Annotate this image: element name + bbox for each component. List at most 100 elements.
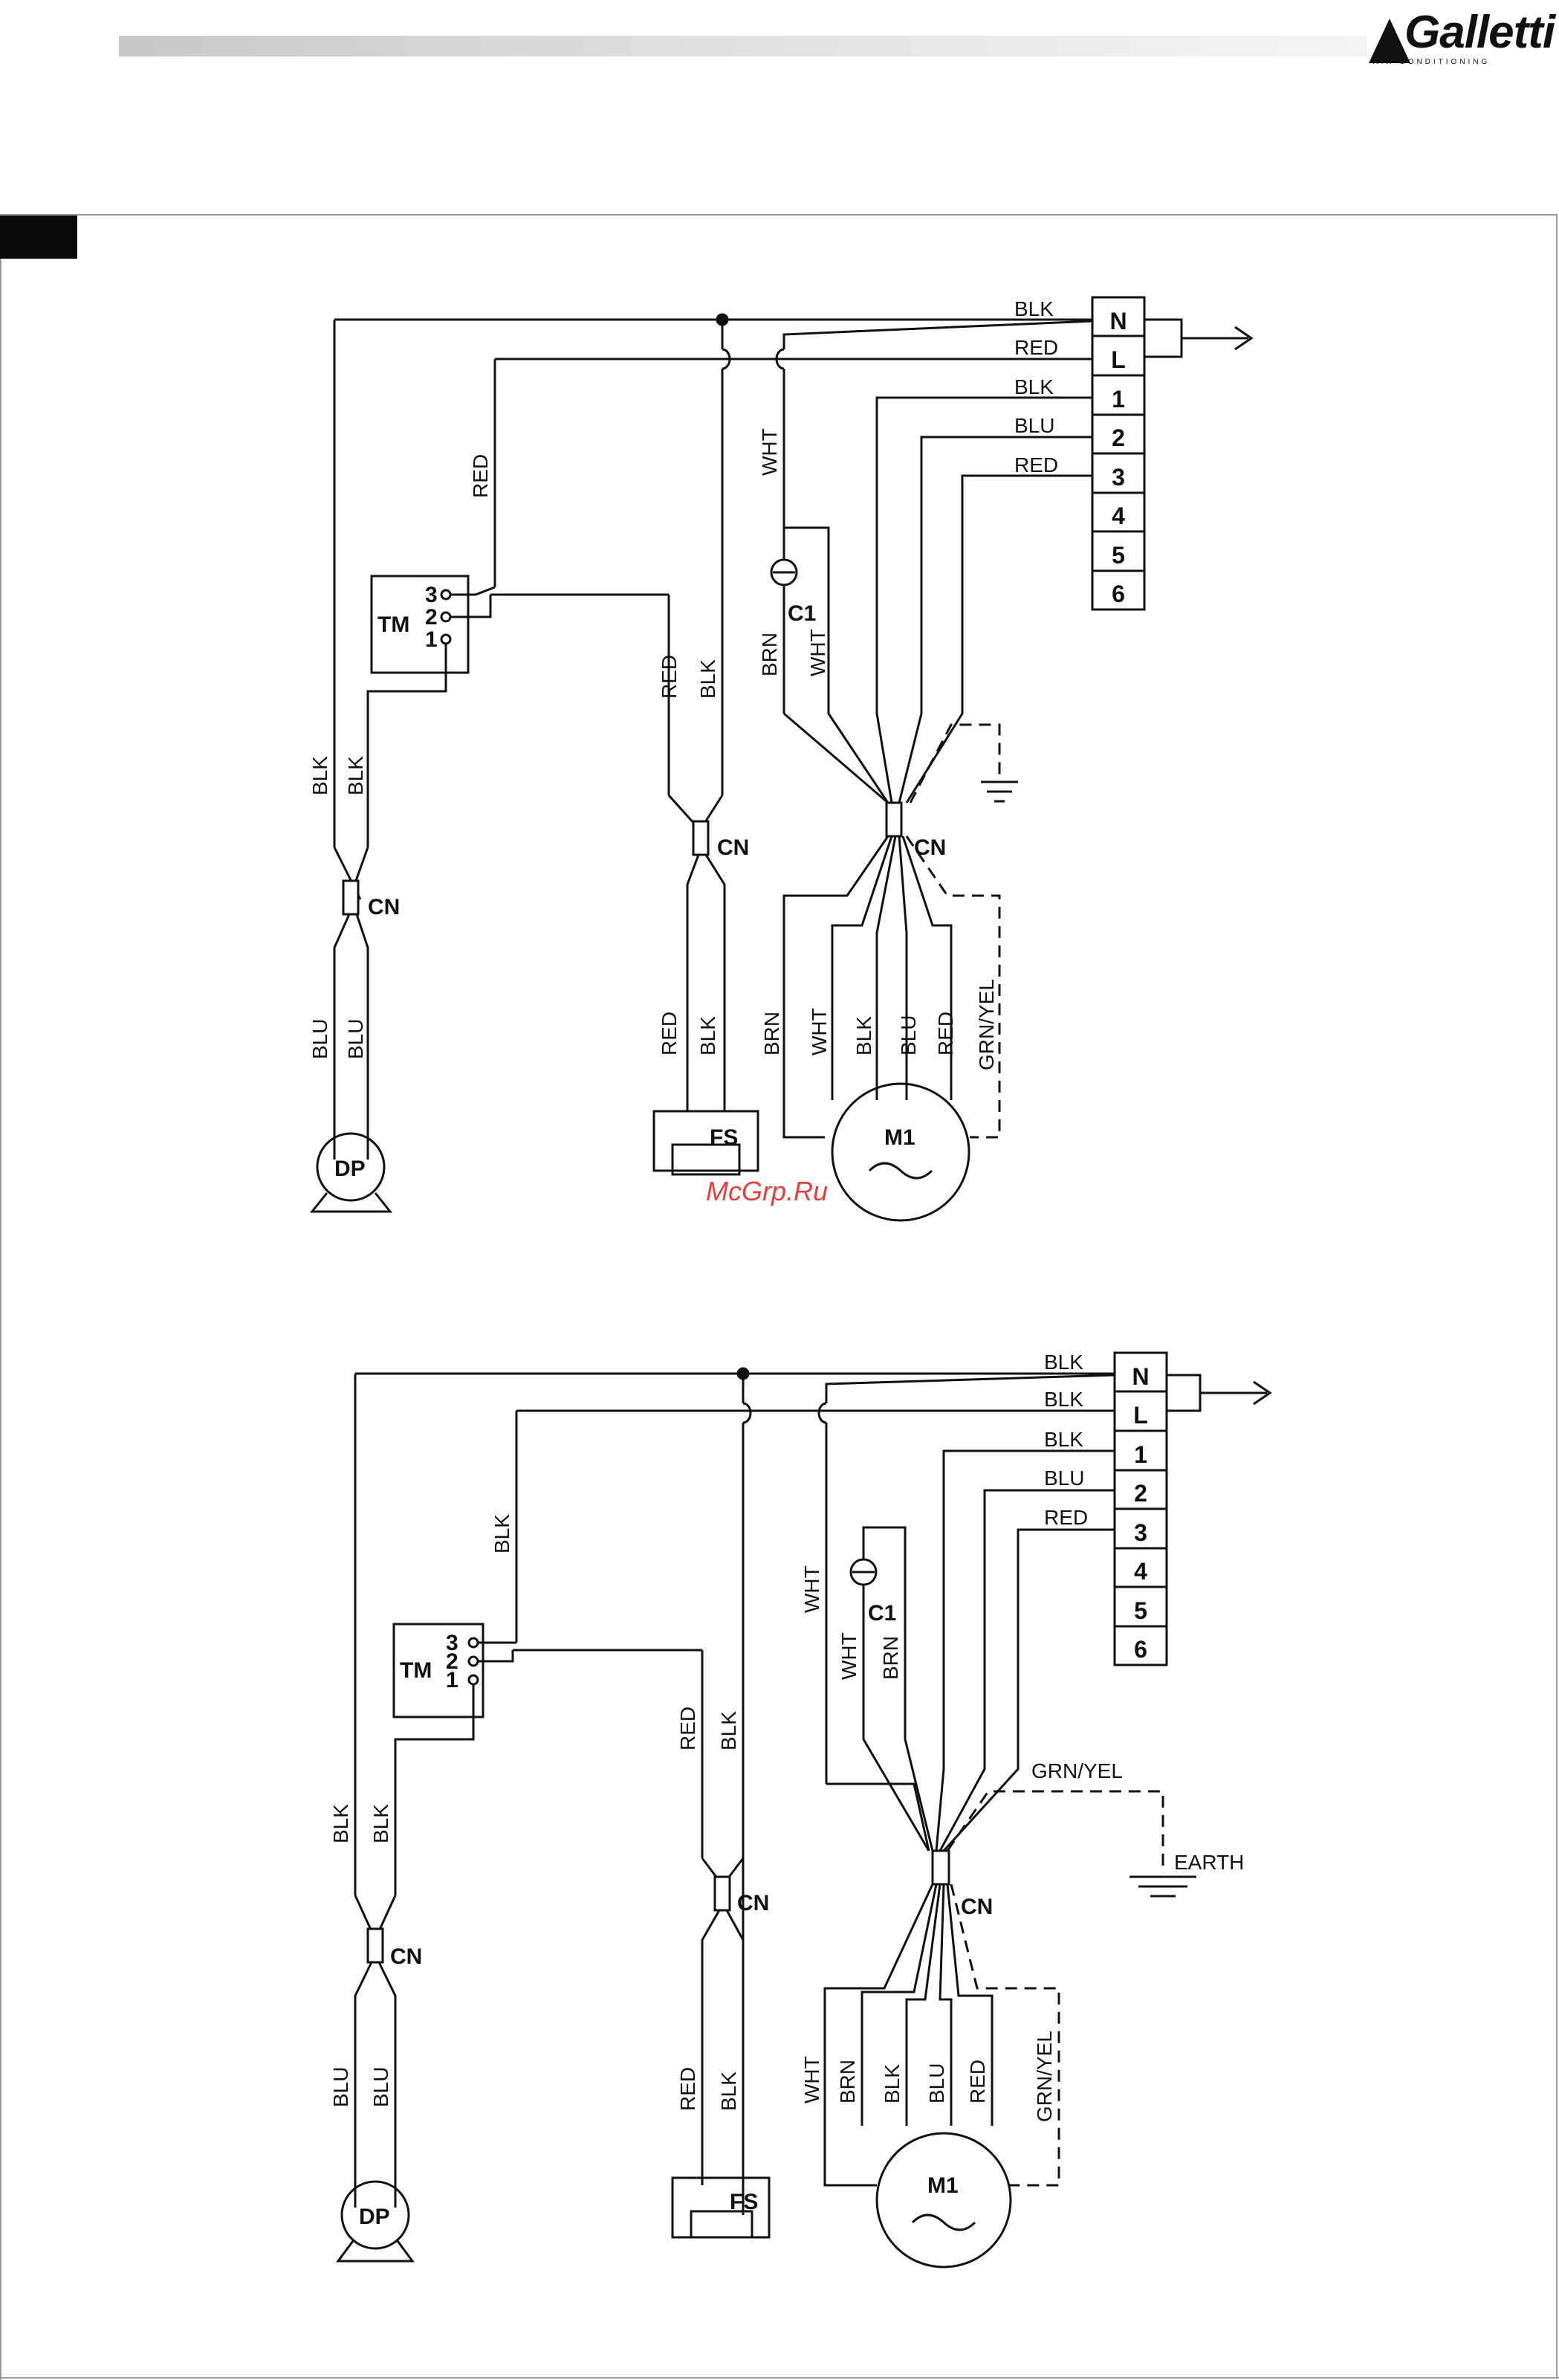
drain-pump-label: DP — [334, 1157, 366, 1181]
terminal-label-1: 1 — [1112, 386, 1125, 413]
thermostat-pin-1: 1 — [446, 1668, 458, 1692]
wire-label-brn: BRN — [879, 1636, 902, 1680]
wire-label-1-blk: BLK — [1014, 375, 1054, 398]
earth-label: EARTH — [1174, 1851, 1244, 1874]
wire-label-grn-yel: GRN/YEL — [1031, 1759, 1123, 1782]
thermostat-pin-1: 1 — [425, 627, 438, 652]
terminal-block — [1113, 1351, 1272, 1666]
float-switch-label: FS — [710, 1125, 738, 1150]
connector-label-fs: CN — [737, 1891, 769, 1915]
page-frame — [0, 214, 1558, 2379]
terminal-label-4: 4 — [1112, 502, 1125, 529]
wire-label-m-wht: WHT — [800, 2056, 823, 2103]
wire-label-m-red: RED — [966, 2060, 989, 2103]
wire-label-m-blk: BLK — [852, 1016, 875, 1055]
wire-label-l-blk: BLK — [1044, 1388, 1083, 1411]
wire-label-fs-blk-upper: BLK — [696, 659, 719, 699]
wire-label-m-grn-yel: GRN/YEL — [975, 979, 998, 1070]
wire-label-fs-blk-lower: BLK — [717, 2072, 740, 2111]
thermostat-pin-2: 2 — [425, 605, 438, 630]
terminal-label-l: L — [1133, 1402, 1148, 1429]
terminal-label-l: L — [1111, 346, 1126, 373]
terminal-label-2: 2 — [1134, 1480, 1147, 1507]
wiring-diagram-top: N L 1 2 3 4 5 6 BLK RED BLK BLU RED WHT … — [0, 282, 1559, 1264]
capacitor-label: C1 — [868, 1601, 896, 1626]
terminal-label-3: 3 — [1134, 1519, 1147, 1546]
wire-label-fs-blk-upper: BLK — [717, 1711, 740, 1750]
connector-label-motor: CN — [961, 1895, 993, 1919]
wire-label-2-blu: BLU — [1014, 414, 1054, 437]
capacitor-label: C1 — [788, 601, 816, 626]
connector-label-dp: CN — [390, 1944, 422, 1969]
wire-label-tm-blk: BLK — [490, 1514, 513, 1553]
page-frame-left — [0, 214, 1, 2380]
terminal-label-6: 6 — [1134, 1636, 1147, 1663]
logo-subtitle: AIR CONDITIONING — [1373, 58, 1491, 66]
motor-label: M1 — [927, 2173, 959, 2198]
wire-label-dp-blk-b: BLK — [344, 756, 367, 795]
wire-label-m-wht: WHT — [808, 1008, 831, 1055]
wire-label-3-red: RED — [1044, 1506, 1088, 1529]
wire-label-dp-blu-a: BLU — [329, 2067, 352, 2107]
wire-label-n-blk: BLK — [1044, 1351, 1083, 1374]
wire-label-wht-outer: WHT — [800, 1565, 823, 1613]
wire-label-fs-red-lower: RED — [658, 1012, 681, 1055]
wire-label-dp-blu-b: BLU — [344, 1019, 367, 1059]
watermark: McGrp.Ru — [706, 1176, 829, 1206]
wire-label-dp-blu-a: BLU — [308, 1019, 331, 1059]
float-switch-label: FS — [730, 2190, 758, 2214]
wire-label-m-blk: BLK — [881, 2064, 904, 2103]
thermostat-pin-2: 2 — [446, 1649, 458, 1674]
wire-label-2-blu: BLU — [1044, 1467, 1084, 1490]
thermostat-label: TM — [400, 1658, 432, 1683]
wire-label-dp-blk-b: BLK — [369, 1804, 392, 1843]
connector-label-fs: CN — [717, 835, 749, 860]
terminal-label-5: 5 — [1134, 1597, 1147, 1624]
wire-label-m-brn: BRN — [836, 2060, 859, 2103]
logo-triangle-icon — [1369, 19, 1410, 63]
wire-label-tm-red: RED — [469, 454, 492, 498]
wire-label-1-blk: BLK — [1044, 1428, 1083, 1451]
page-frame-bottom — [0, 2377, 1559, 2379]
terminal-label-5: 5 — [1112, 542, 1125, 569]
wire-label-3-red: RED — [1014, 453, 1058, 476]
terminal-label-4: 4 — [1134, 1558, 1147, 1585]
wire-label-fs-red-upper: RED — [658, 655, 681, 699]
terminal-label-2: 2 — [1112, 424, 1125, 451]
wire-label-fs-blk-lower: BLK — [696, 1016, 719, 1055]
terminal-label-n: N — [1109, 308, 1127, 334]
logo-wordmark: Galletti — [1404, 7, 1555, 58]
drain-pump-label: DP — [359, 2205, 390, 2229]
wire-label-fs-red-lower: RED — [676, 2067, 699, 2111]
terminal-label-3: 3 — [1112, 464, 1125, 491]
connector-label-motor: CN — [914, 835, 946, 860]
wire-label-m-blu: BLU — [897, 1015, 920, 1055]
wire-label-wht-upper: WHT — [758, 428, 781, 476]
thermostat-label: TM — [377, 612, 409, 637]
header-gradient-bar — [119, 36, 1367, 56]
thermostat-pin-3: 3 — [446, 1631, 458, 1655]
motor-label: M1 — [884, 1125, 915, 1150]
wire-label-m-blu: BLU — [925, 2063, 948, 2103]
thermostat-pin-3: 3 — [425, 583, 438, 607]
wire-label-fs-red-upper: RED — [676, 1707, 699, 1750]
brand-logo — [1367, 7, 1553, 74]
section-tab — [0, 216, 77, 259]
connector-label-dp: CN — [368, 895, 400, 919]
wiring-diagram-bottom: N L 1 2 3 4 5 6 BLK BLK BLK BLU RED WHT … — [0, 1323, 1559, 2312]
wire-label-m-red: RED — [934, 1012, 957, 1055]
wire-label-n-blk: BLK — [1014, 297, 1054, 320]
terminal-label-n: N — [1132, 1363, 1149, 1390]
wire-label-dp-blu-b: BLU — [369, 2067, 392, 2107]
wire-label-brn: BRN — [758, 633, 781, 676]
wire-label-l-red: RED — [1014, 336, 1058, 359]
wiring-diagram-bottom-svg: N L 1 2 3 4 5 6 BLK BLK BLK BLU RED WHT … — [329, 1351, 1272, 2269]
wire-label-m-grn-yel: GRN/YEL — [1033, 2031, 1056, 2122]
wire-label-m-brn: BRN — [760, 1012, 783, 1055]
wire-label-dp-blk-a: BLK — [329, 1804, 352, 1843]
wire-label-dp-blk-a: BLK — [308, 756, 331, 795]
terminal-label-1: 1 — [1134, 1441, 1147, 1468]
terminal-block — [1091, 296, 1254, 611]
terminal-label-6: 6 — [1112, 581, 1125, 607]
wire-label-wht-inner: WHT — [837, 1632, 860, 1680]
